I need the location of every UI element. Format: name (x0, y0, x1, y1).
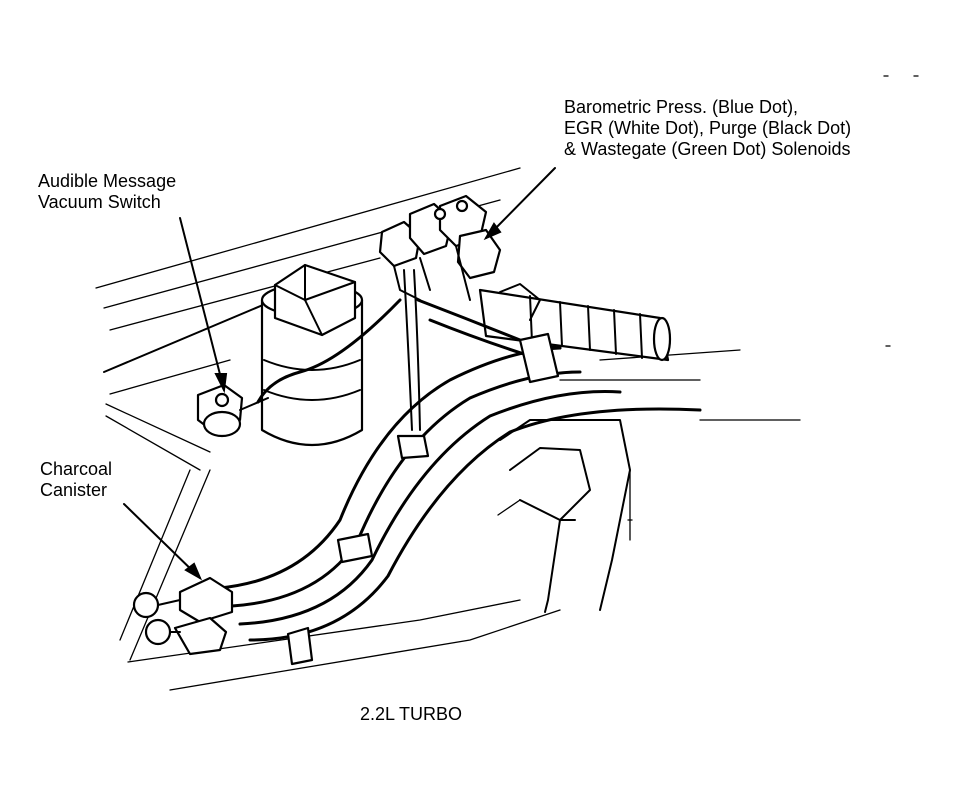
leader-lines (123, 167, 556, 581)
canister-fittings (132, 576, 234, 656)
charcoal-canister-drum (260, 263, 364, 446)
solenoids-label: Barometric Press. (Blue Dot), EGR (White… (564, 97, 851, 160)
scan-marks (627, 75, 919, 521)
charcoal-canister-label-line1: Charcoal (40, 459, 113, 479)
charcoal-canister-label-line2: Canister (40, 480, 108, 500)
vacuum-switch-label-line1: Audible Message (38, 171, 177, 191)
engine-bay-outline (95, 167, 801, 691)
vacuum-switch-label: Audible Message Vacuum Switch (38, 171, 176, 213)
solenoid-cluster (378, 194, 502, 301)
vacuum-switch-body (196, 383, 269, 438)
diagram-caption: 2.2L TURBO (360, 704, 463, 724)
vacuum-switch-label-line2: Vacuum Switch (38, 192, 161, 212)
solenoids-label-line1: Barometric Press. (Blue Dot), (564, 97, 799, 117)
wiring-harness (478, 283, 672, 362)
charcoal-canister-label: Charcoal Canister (40, 459, 112, 501)
solenoids-label-line3: & Wastegate (Green Dot) Solenoids (564, 139, 851, 159)
strut-tower (497, 419, 631, 613)
solenoids-label-line2: EGR (White Dot), Purge (Black Dot) (564, 118, 852, 138)
vacuum-hoses (218, 269, 702, 666)
